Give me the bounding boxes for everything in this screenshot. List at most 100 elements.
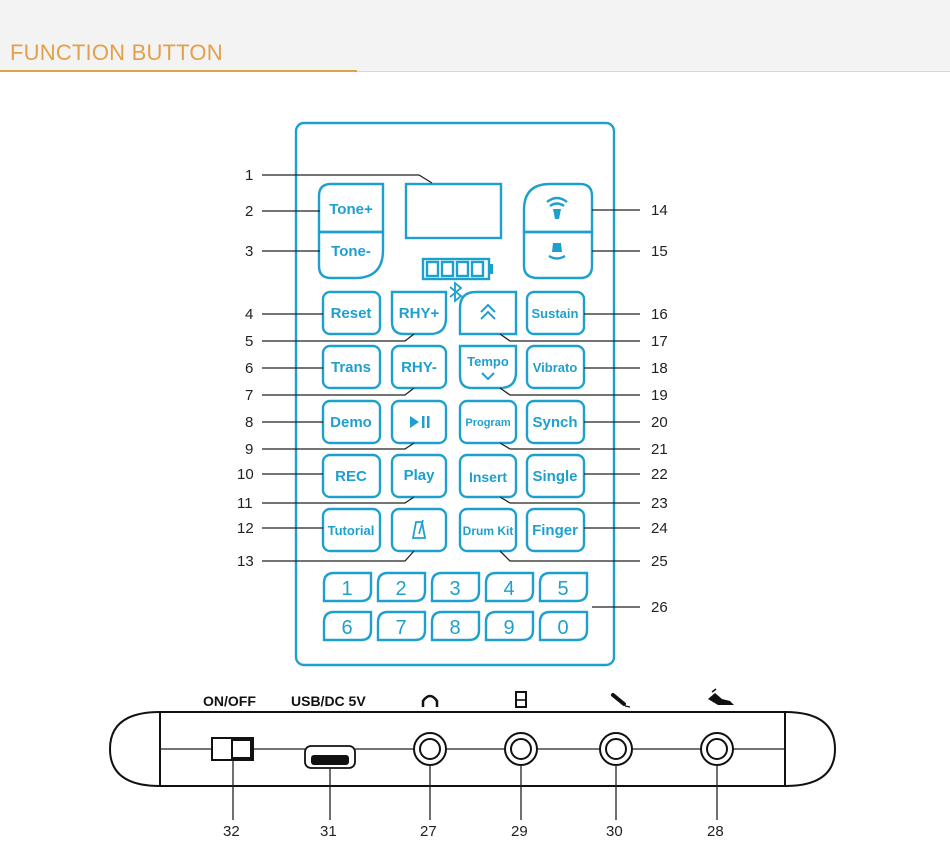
callout-number: 12	[237, 520, 254, 537]
cable-icon	[708, 688, 734, 705]
microphone-jack[interactable]	[599, 732, 633, 766]
number-key[interactable]: 2	[376, 571, 427, 603]
play-label: Play	[404, 467, 436, 484]
bluetooth-icon	[449, 281, 463, 303]
callout-number: 11	[237, 495, 253, 512]
battery-icon	[421, 257, 493, 281]
callout-number: 24	[651, 520, 668, 537]
callout-number: 10	[237, 466, 254, 483]
number-key[interactable]: 9	[484, 610, 535, 642]
device-body	[294, 121, 616, 667]
number-key[interactable]: 5	[538, 571, 589, 603]
usb-port[interactable]	[304, 745, 356, 769]
sustain-label: Sustain	[532, 306, 579, 321]
callout-number: 20	[651, 414, 668, 431]
chevron-up-icon	[480, 303, 496, 320]
reset-button[interactable]: Reset	[321, 290, 382, 336]
callout-number: 2	[245, 203, 253, 220]
rhy-plus-button[interactable]: RHY+	[390, 290, 448, 336]
single-label: Single	[532, 468, 577, 485]
synch-button[interactable]: Synch	[525, 399, 586, 445]
on-off-label: ON/OFF	[203, 693, 256, 709]
number-key[interactable]: 6	[322, 610, 373, 642]
right-callouts: 14 15 16 17 18 19 20 21 22 23 24 25 26	[499, 202, 668, 616]
tempo-down-button[interactable]: Tempo	[458, 344, 518, 390]
callout-number: 14	[651, 202, 668, 219]
callout-number: 8	[245, 414, 253, 431]
callout-number: 29	[511, 823, 528, 840]
chevron-down-icon	[481, 372, 495, 381]
number-keypad: 1 2 3 4 5 6 7 8	[322, 571, 589, 642]
single-button[interactable]: Single	[525, 453, 586, 499]
play-pause-button[interactable]	[390, 399, 448, 445]
tempo-up-button[interactable]	[458, 290, 518, 336]
demo-button[interactable]: Demo	[321, 399, 382, 445]
side-port-panel: ON/OFF USB/DC 5V 32 31 27 29 30 28	[108, 688, 837, 840]
rhy-minus-label: RHY-	[401, 359, 437, 376]
number-key-label: 6	[341, 617, 352, 639]
reset-label: Reset	[331, 305, 372, 322]
callout-number: 25	[651, 553, 668, 570]
insert-label: Insert	[469, 469, 507, 485]
number-key[interactable]: 4	[484, 571, 535, 603]
cable-jack[interactable]	[700, 732, 734, 766]
vibrato-label: Vibrato	[533, 360, 578, 375]
speaker-icon	[515, 691, 527, 708]
octave-down-button[interactable]	[522, 230, 594, 280]
callout-number: 26	[651, 599, 668, 616]
trans-button[interactable]: Trans	[321, 344, 382, 390]
tone-plus-label: Tone+	[329, 201, 373, 218]
callout-number: 31	[320, 823, 337, 840]
finger-label: Finger	[532, 522, 578, 539]
usb-dc-label: USB/DC 5V	[291, 693, 366, 709]
number-key[interactable]: 7	[376, 610, 427, 642]
microphone-icon	[611, 693, 631, 708]
speaker-jack[interactable]	[504, 732, 538, 766]
number-key-label: 0	[557, 617, 568, 639]
sustain-button[interactable]: Sustain	[525, 290, 586, 336]
tutorial-button[interactable]: Tutorial	[321, 507, 382, 553]
vibrato-button[interactable]: Vibrato	[525, 344, 586, 390]
program-button[interactable]: Program	[458, 399, 518, 445]
title-underline	[0, 70, 357, 72]
tone-plus-button[interactable]: Tone+	[317, 182, 385, 234]
octave-up-button[interactable]	[522, 182, 594, 234]
callout-number: 15	[651, 243, 668, 260]
number-key-label: 2	[395, 578, 406, 600]
number-key-label: 7	[395, 617, 406, 639]
callout-number: 7	[245, 387, 253, 404]
synch-label: Synch	[532, 414, 577, 431]
number-key[interactable]: 1	[322, 571, 373, 603]
drum-kit-button[interactable]: Drum Kit	[458, 507, 518, 553]
tutorial-label: Tutorial	[328, 523, 375, 538]
headphone-jack[interactable]	[413, 732, 447, 766]
number-key[interactable]: 3	[430, 571, 481, 603]
number-key-label: 4	[503, 578, 514, 600]
rhy-minus-button[interactable]: RHY-	[390, 344, 448, 390]
number-key[interactable]: 8	[430, 610, 481, 642]
play-button[interactable]: Play	[390, 453, 448, 499]
metronome-button[interactable]	[390, 507, 448, 553]
trans-label: Trans	[331, 359, 371, 376]
callout-number: 17	[651, 333, 668, 350]
callout-number: 5	[245, 333, 253, 350]
callout-number: 22	[651, 466, 668, 483]
finger-button[interactable]: Finger	[525, 507, 586, 553]
octave-down-icon	[548, 243, 566, 260]
tone-minus-button[interactable]: Tone-	[317, 230, 385, 280]
number-key[interactable]: 0	[538, 610, 589, 642]
power-switch[interactable]	[211, 737, 254, 761]
callout-number: 23	[651, 495, 668, 512]
callout-number: 18	[651, 360, 668, 377]
number-key-label: 5	[557, 578, 568, 600]
number-key-label: 3	[449, 578, 460, 600]
insert-button[interactable]: Insert	[458, 453, 518, 499]
number-key-label: 1	[341, 578, 352, 600]
callout-number: 27	[420, 823, 437, 840]
header-bar: FUNCTION BUTTON	[0, 0, 950, 72]
octave-up-icon	[546, 196, 568, 219]
number-key-label: 9	[503, 617, 514, 639]
callout-number: 9	[245, 441, 253, 458]
rec-button[interactable]: REC	[321, 453, 382, 499]
